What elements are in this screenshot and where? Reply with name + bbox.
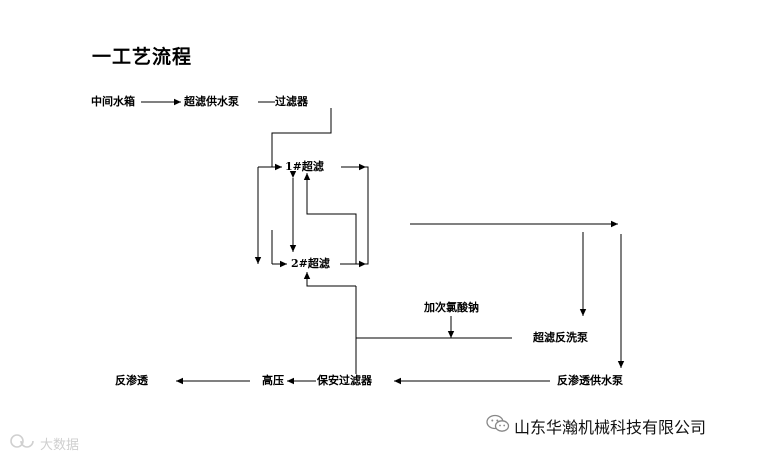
node-ro: 反渗透 <box>115 374 148 387</box>
watermark-logo-icon <box>10 434 34 448</box>
node-ro-pump: 反渗透供水泵 <box>557 374 623 387</box>
node-high-pressure: 高压 <box>262 374 284 387</box>
node-uf1: 1#超滤 <box>285 160 324 173</box>
wechat-icon <box>486 414 510 432</box>
node-backwash-pump: 超滤反洗泵 <box>533 331 588 344</box>
arrow-backwash-uf1 <box>303 173 357 264</box>
node-naclo: 加次氯酸钠 <box>424 301 479 314</box>
page-title: 一工艺流程 <box>92 46 193 68</box>
node-security-filter: 保安过滤器 <box>317 374 372 387</box>
node-uf2: 2#超滤 <box>291 257 330 270</box>
arrow-backwash-uf2 <box>303 272 356 287</box>
node-uf-pump: 超滤供水泵 <box>184 95 239 108</box>
node-tank: 中间水箱 <box>91 95 135 108</box>
watermark-left-text: 大数据 <box>40 438 80 453</box>
node-filter: 过滤器 <box>275 95 308 108</box>
watermark-company: 山东华瀚机械科技有限公司 <box>514 418 707 437</box>
line-filter-outlet <box>271 108 332 167</box>
line-uf1-outlet <box>341 166 369 265</box>
